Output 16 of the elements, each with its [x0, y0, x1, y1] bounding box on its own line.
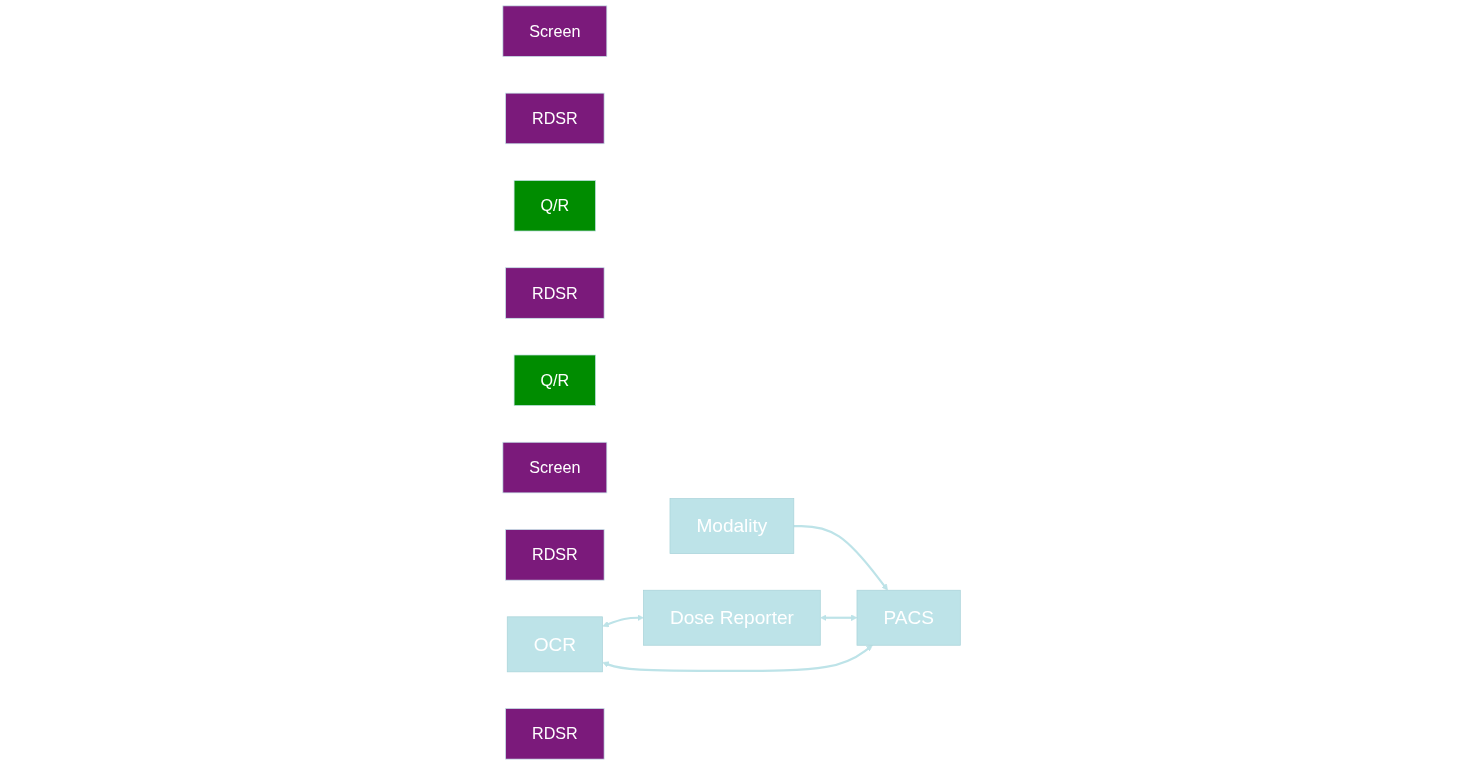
node-box: Q/R: [514, 354, 597, 406]
arrow: [602, 614, 645, 628]
node-box: Screen: [502, 5, 608, 57]
node-box: RDSR: [505, 708, 605, 760]
node-box: RDSR: [505, 529, 605, 581]
arrow: [602, 644, 874, 672]
node-box: Dose Reporter: [643, 589, 822, 646]
arrow: [820, 614, 858, 621]
node-box: PACS: [857, 589, 962, 646]
node-box: Q/R: [514, 180, 597, 232]
node-box: OCR: [507, 616, 604, 673]
arrow: [794, 524, 889, 591]
node-box: RDSR: [505, 267, 605, 319]
node-box: RDSR: [505, 92, 605, 145]
node-box: Modality: [670, 498, 795, 554]
node-box: Screen: [502, 441, 608, 494]
